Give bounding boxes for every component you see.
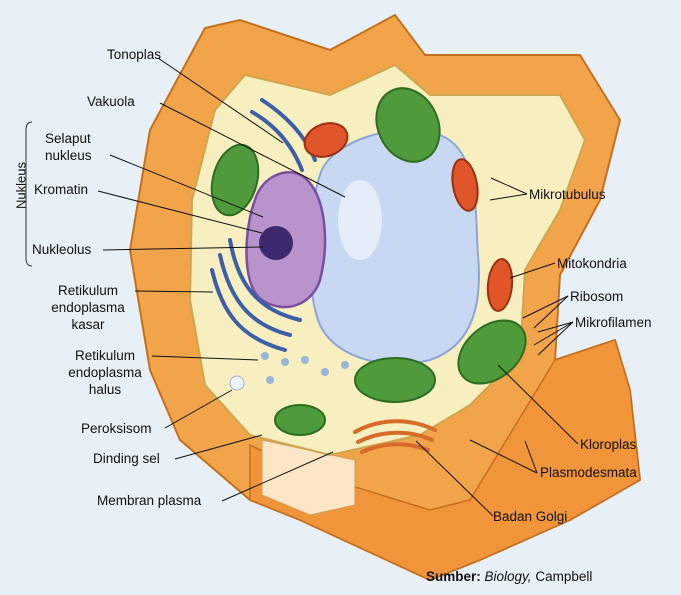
source-author: Campbell bbox=[531, 569, 593, 584]
label-peroksisom: Peroksisom bbox=[81, 421, 152, 436]
source-title: Biology, bbox=[484, 569, 532, 584]
label-nukleolus: Nukleolus bbox=[32, 242, 92, 257]
label-dinding-sel: Dinding sel bbox=[93, 451, 160, 466]
label-reh-2: endoplasma bbox=[68, 365, 142, 380]
nucleolus bbox=[259, 226, 293, 260]
label-rek-3: kasar bbox=[71, 317, 105, 332]
label-reh-1: Retikulum bbox=[74, 348, 136, 363]
label-mikrotubulus: Mikrotubulus bbox=[529, 187, 606, 202]
golgi bbox=[353, 419, 437, 454]
peroxisome bbox=[229, 375, 245, 391]
source-prefix: Sumber: bbox=[426, 569, 481, 584]
label-selaput-1: Selaput bbox=[45, 131, 91, 146]
chloroplasts bbox=[210, 87, 527, 436]
mitochondria bbox=[303, 122, 514, 312]
label-selaput-2: nukleus bbox=[45, 148, 92, 163]
label-vakuola: Vakuola bbox=[87, 94, 135, 109]
label-ribosom: Ribosom bbox=[570, 289, 624, 304]
label-rek-1: Retikulum bbox=[57, 283, 119, 298]
smooth-er bbox=[261, 352, 349, 384]
label-reh-3: halus bbox=[88, 382, 122, 397]
label-mitokondria: Mitokondria bbox=[557, 256, 627, 271]
rough-er bbox=[210, 98, 317, 352]
label-mikrofilamen: Mikrofilamen bbox=[575, 315, 652, 330]
nucleus-group-label: Nukleus bbox=[13, 162, 29, 209]
leader-lines bbox=[97, 57, 579, 517]
label-rek-2: endoplasma bbox=[51, 300, 125, 315]
label-membran-plasma: Membran plasma bbox=[97, 493, 202, 508]
label-plasmodesmata: Plasmodesmata bbox=[540, 465, 637, 480]
label-tonoplas: Tonoplas bbox=[107, 47, 162, 62]
wall-recess bbox=[261, 439, 356, 516]
vacuole-highlight bbox=[338, 180, 382, 260]
source-credit: Sumber: Biology, Campbell bbox=[426, 569, 592, 584]
label-kromatin: Kromatin bbox=[34, 182, 89, 197]
label-kloroplas: Kloroplas bbox=[580, 437, 637, 452]
nucleus-bracket bbox=[25, 121, 33, 267]
label-badan-golgi: Badan Golgi bbox=[493, 509, 568, 524]
cell-wall-front bbox=[249, 339, 641, 581]
